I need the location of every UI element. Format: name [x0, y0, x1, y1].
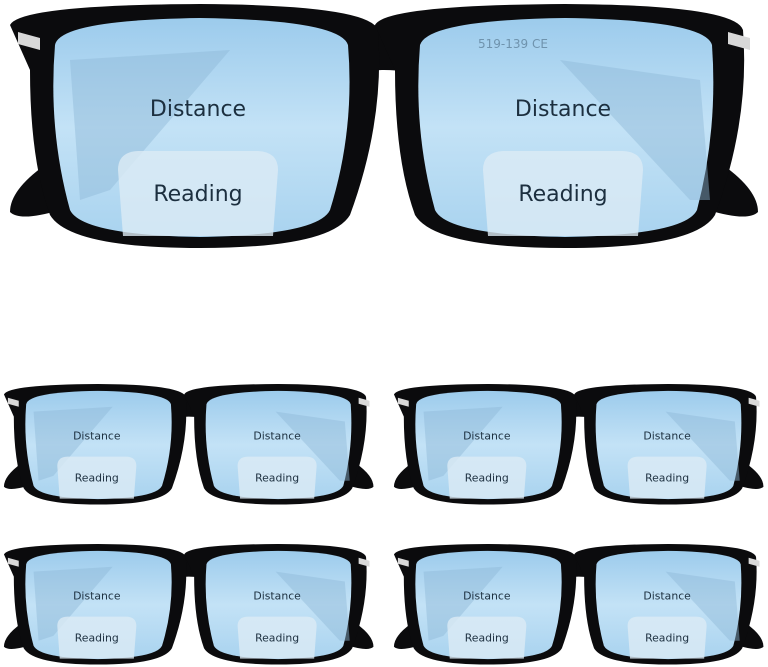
reading-segment-left [57, 456, 137, 499]
reading-label: Reading [645, 631, 689, 644]
hinge-stud-icon [397, 397, 409, 407]
hinge-stud-icon [748, 557, 760, 567]
reading-segment-right [627, 616, 707, 659]
frame-imprint: 519-139 CE [478, 37, 548, 51]
reading-label: Reading [518, 182, 607, 207]
reading-label: Reading [645, 471, 689, 484]
temple-reflection [70, 50, 230, 200]
reading-segment-left [447, 616, 527, 659]
temple-reflection [665, 571, 740, 641]
hinge-stud-icon [728, 32, 750, 50]
temple-reflection [560, 60, 710, 200]
hinge-stud-icon [18, 32, 40, 50]
distance-label: Distance [463, 429, 511, 442]
distance-label: Distance [253, 429, 301, 442]
distance-label: Distance [515, 97, 611, 122]
temple-reflection [665, 411, 740, 481]
reading-label: Reading [465, 631, 509, 644]
reading-label: Reading [75, 471, 119, 484]
reading-label: Reading [255, 471, 299, 484]
distance-label: Distance [643, 429, 691, 442]
temple-reflection [275, 571, 350, 641]
hinge-stud-icon [358, 557, 370, 567]
reading-label: Reading [465, 471, 509, 484]
hinge-stud-icon [7, 557, 19, 567]
hinge-stud-icon [7, 397, 19, 407]
reading-segment-right [627, 456, 707, 499]
reading-segment-left [447, 456, 527, 499]
reading-segment-right [483, 151, 643, 236]
reading-label: Reading [255, 631, 299, 644]
reading-label: Reading [153, 182, 242, 207]
distance-label: Distance [73, 429, 121, 442]
temple-reflection [275, 411, 350, 481]
temple-reflection [33, 406, 113, 481]
hinge-stud-icon [397, 557, 409, 567]
reading-segment-left [118, 151, 278, 236]
temple-reflection [423, 566, 503, 641]
distance-label: Distance [463, 589, 511, 602]
temple-reflection [423, 406, 503, 481]
temple-reflection [33, 566, 113, 641]
distance-label: Distance [150, 97, 246, 122]
reading-segment-right [237, 616, 317, 659]
reading-segment-right [237, 456, 317, 499]
hinge-stud-icon [358, 397, 370, 407]
distance-label: Distance [253, 589, 301, 602]
distance-label: Distance [73, 589, 121, 602]
reading-segment-left [57, 616, 137, 659]
distance-label: Distance [643, 589, 691, 602]
reading-label: Reading [75, 631, 119, 644]
hinge-stud-icon [748, 397, 760, 407]
